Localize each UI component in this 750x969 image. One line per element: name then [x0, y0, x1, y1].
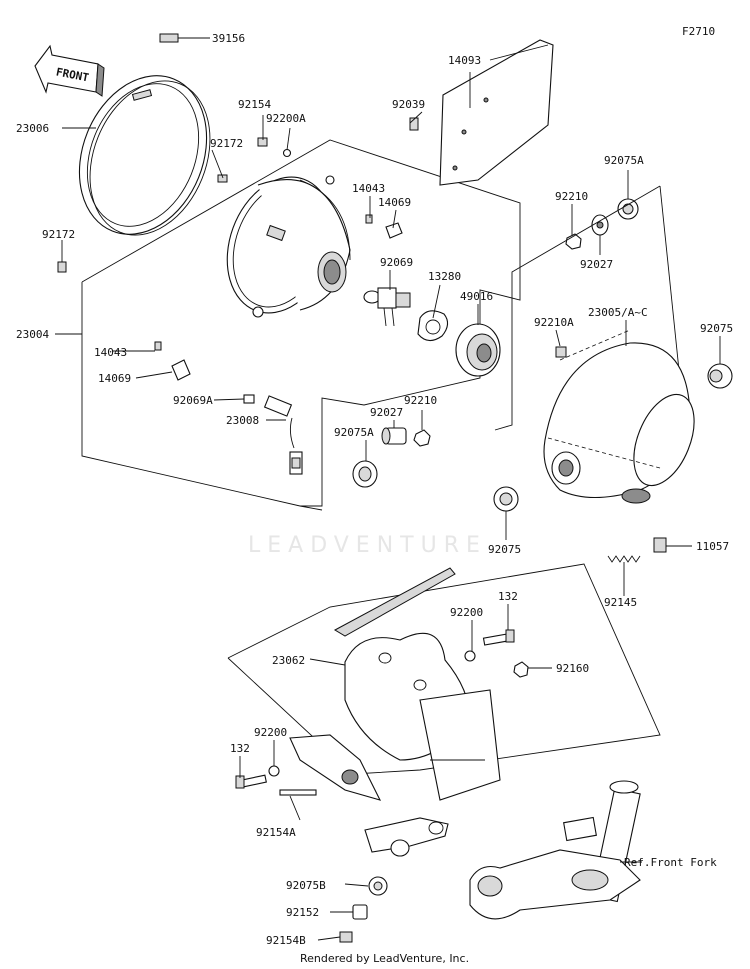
label-14043-lower: 14043 [94, 346, 127, 359]
nut-92160 [513, 661, 529, 678]
grommet-92075-right [707, 363, 733, 389]
front-fork-clamp [469, 780, 641, 920]
nut-92210-lower [413, 429, 431, 447]
label-92027-upper: 92027 [580, 258, 613, 271]
bolt-92154A [279, 789, 317, 796]
label-92039: 92039 [392, 98, 425, 111]
clip-11057 [653, 537, 667, 553]
label-23008: 23008 [226, 414, 259, 427]
washer-92200A [282, 148, 292, 158]
nut-92210-upper [565, 233, 582, 250]
screw-92039 [409, 117, 419, 131]
washer-92200-lower [268, 765, 280, 777]
figure-code: F2710 [682, 25, 715, 38]
label-92154A: 92154A [256, 826, 296, 839]
label-132-upper: 132 [498, 590, 518, 603]
label-92069A: 92069A [173, 394, 213, 407]
headlight-housing [226, 175, 351, 318]
screw-92154B [339, 931, 353, 943]
label-92152: 92152 [286, 906, 319, 919]
label-92075A-upper: 92075A [604, 154, 644, 167]
label-23062: 23062 [272, 654, 305, 667]
headlight-shell-23005 [543, 329, 695, 504]
lower-clamp [364, 817, 449, 857]
label-ref-front-fork: Ref.Front Fork [624, 856, 717, 869]
part-labels: 39156 23006 92154 92200A 92172 92172 140… [16, 32, 733, 947]
bulb-retainer-13280 [417, 310, 449, 342]
label-92210-lower: 92210 [404, 394, 437, 407]
watermark: LEADVENTURE [248, 533, 487, 558]
label-11057: 11057 [696, 540, 729, 553]
dust-boot-49016 [455, 323, 501, 377]
rim-screw [217, 174, 228, 183]
label-92075A-lower: 92075A [334, 426, 374, 439]
bracket-14093 [439, 39, 554, 186]
label-23005: 23005/A~C [588, 306, 648, 319]
collar-92152 [352, 904, 368, 920]
front-label: FRONT [55, 65, 90, 84]
grommet-92075-middle [493, 486, 519, 512]
front-arrow-icon: FRONT [34, 44, 105, 97]
spring-92145 [607, 555, 641, 563]
socket-wire-23008 [263, 395, 303, 475]
collar-92027-lower [381, 427, 407, 445]
label-132-lower: 132 [230, 742, 250, 755]
rim-screw-lower [57, 261, 67, 273]
label-92172-upper: 92172 [210, 137, 243, 150]
label-23006: 23006 [16, 122, 49, 135]
label-92075B: 92075B [286, 879, 326, 892]
washer-92200-upper [464, 650, 476, 662]
label-13280: 13280 [428, 270, 461, 283]
label-92172-lower: 92172 [42, 228, 75, 241]
screw-14043-lower [154, 341, 162, 351]
label-14069-lower: 14069 [98, 372, 131, 385]
bolt-132-upper [482, 629, 515, 646]
label-14069-upper: 14069 [378, 196, 411, 209]
nut-92210A [555, 346, 567, 358]
trim-label-plate [159, 33, 179, 43]
grommet-92075A-lower [352, 460, 378, 488]
label-92154: 92154 [238, 98, 271, 111]
label-39156: 39156 [212, 32, 245, 45]
adjuster-14069-lower [171, 359, 191, 381]
bulb-92069 [363, 287, 411, 327]
label-23004: 23004 [16, 328, 49, 341]
bolt-132-lower [235, 774, 267, 789]
headlight-rim [78, 75, 211, 236]
label-92075-right: 92075 [700, 322, 733, 335]
grommet-92075B [368, 876, 388, 896]
label-92210-upper: 92210 [555, 190, 588, 203]
footer-credit: Rendered by LeadVenture, Inc. [300, 952, 469, 965]
label-92145: 92145 [604, 596, 637, 609]
label-92069: 92069 [380, 256, 413, 269]
label-14043-upper: 14043 [352, 182, 385, 195]
assembly-outline [81, 139, 521, 507]
leader-lines [55, 37, 721, 941]
bracket-23062 [289, 567, 501, 801]
screw-92154 [257, 137, 268, 147]
label-92200A: 92200A [266, 112, 306, 125]
label-92154B: 92154B [266, 934, 306, 947]
label-49016: 49016 [460, 290, 493, 303]
label-92075-middle: 92075 [488, 543, 521, 556]
label-92160: 92160 [556, 662, 589, 675]
label-92210A: 92210A [534, 316, 574, 329]
bulb-92069A [243, 394, 255, 404]
adjuster-14069-upper [385, 222, 403, 239]
screw-14043-upper [365, 214, 373, 224]
label-92200-upper: 92200 [450, 606, 483, 619]
label-14093: 14093 [448, 54, 481, 67]
label-92200-lower: 92200 [254, 726, 287, 739]
shell-outline [494, 185, 661, 431]
label-92027-lower: 92027 [370, 406, 403, 419]
